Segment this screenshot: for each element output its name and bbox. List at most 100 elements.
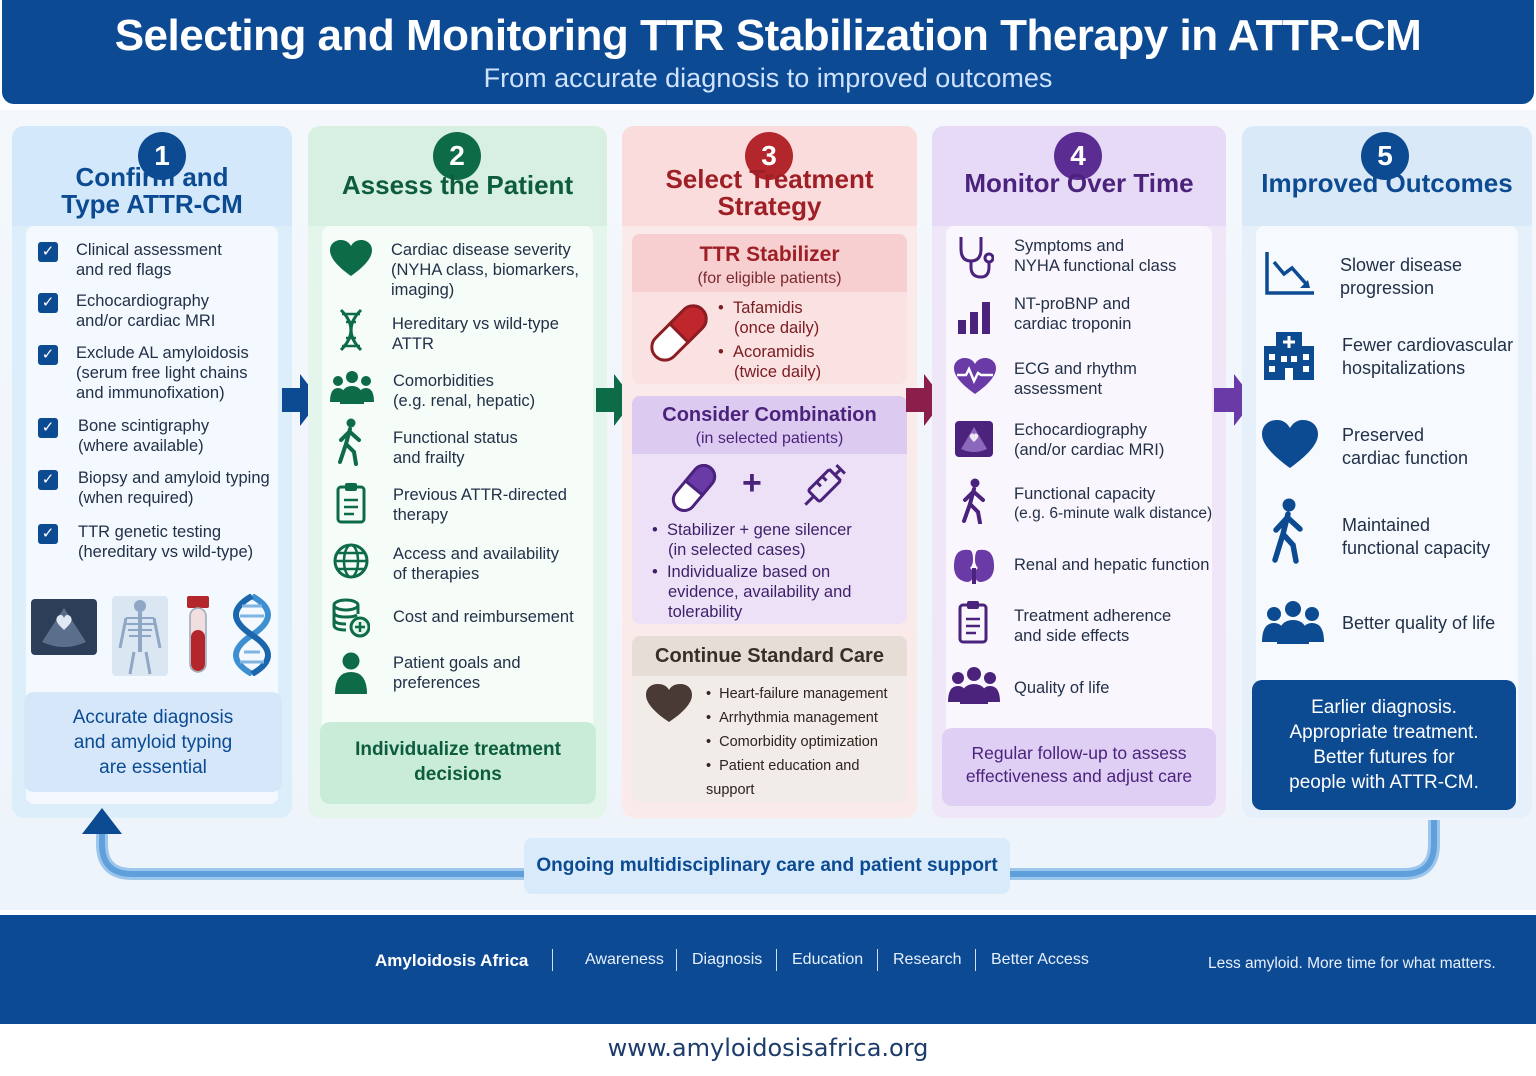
assessment-item: Cost and reimbursement	[393, 608, 574, 626]
heart-icon	[330, 240, 372, 276]
footer-separator	[552, 949, 553, 971]
step-2-column: 2 Assess the Patient Cardiac disease sev…	[308, 126, 607, 818]
page-subtitle: From accurate diagnosis to improved outc…	[483, 63, 1053, 93]
outcome-item: Better quality of life	[1342, 613, 1496, 633]
footer-separator	[877, 949, 878, 971]
blood-tube-icon	[187, 596, 209, 673]
monitoring-item: Renal and hepatic function	[1014, 556, 1210, 574]
assessment-item: Comorbidities(e.g. renal, hepatic)	[393, 372, 536, 410]
step-2-title: Assess the Patient	[341, 170, 574, 200]
globe-icon	[333, 543, 369, 579]
coins-icon	[332, 598, 370, 638]
hospital-icon	[1264, 332, 1314, 380]
capsule-icon	[671, 464, 717, 512]
footer-link-awareness[interactable]: Awareness	[585, 951, 664, 968]
diagnosis-item: Biopsy and amyloid typing(when required)	[78, 469, 270, 507]
syringe-icon	[804, 464, 846, 506]
footer-brand: Amyloidosis Africa	[375, 951, 529, 970]
loop-label: Ongoing multidisciplinary care and patie…	[524, 838, 1010, 894]
step-1-column: 1 Confirm and Type ATTR-CM ✓ Clinical as…	[12, 126, 292, 818]
monitoring-item: Echocardiography(and/or cardiac MRI)	[1014, 421, 1165, 459]
capsule-icon	[650, 304, 708, 362]
check-icon: ✓	[38, 345, 58, 365]
people-icon	[1262, 601, 1324, 644]
heart-icon	[646, 684, 692, 722]
step-5-title: Improved Outcomes	[1261, 168, 1513, 198]
step-5-note: Earlier diagnosis.Appropriate treatment.…	[1252, 680, 1516, 810]
flow-arrow-icon	[282, 374, 320, 426]
step-1-title: Confirm and Type ATTR-CM	[61, 162, 243, 219]
flow-canvas: 1 Confirm and Type ATTR-CM ✓ Clinical as…	[0, 110, 1536, 910]
header-banner: Selecting and Monitoring TTR Stabilizati…	[2, 0, 1534, 104]
people-icon	[948, 667, 1000, 704]
footer-bar: Amyloidosis Africa Awareness Diagnosis E…	[0, 915, 1536, 1024]
check-icon: ✓	[38, 242, 58, 262]
footer-separator	[776, 949, 777, 971]
step-2-body	[322, 226, 593, 804]
stethoscope-icon	[959, 237, 994, 279]
website-url[interactable]: www.amyloidosisafrica.org	[607, 1034, 929, 1062]
step-4-title: Monitor Over Time	[964, 168, 1194, 198]
walking-person-icon	[338, 418, 361, 466]
echo-image-icon	[31, 599, 97, 655]
ttr-stabilizer-box: TTR Stabilizer (for eligible patients) •…	[632, 234, 907, 384]
skeleton-scan-icon	[112, 596, 168, 676]
footer-link-better-access[interactable]: Better Access	[991, 951, 1089, 968]
step-4-badge: 4	[1054, 132, 1102, 180]
ttr-stabilizer-header: TTR Stabilizer (for eligible patients)	[632, 234, 907, 292]
kidney-icon	[953, 549, 995, 584]
dna-icon	[233, 594, 271, 676]
assessment-item: Cardiac disease severity(NYHA class, bio…	[391, 241, 579, 299]
monitoring-item: Functional capacity(e.g. 6-minute walk d…	[1014, 485, 1213, 522]
diagnosis-item: Bone scintigraphy(where available)	[78, 417, 210, 455]
step-5-badge: 5	[1361, 132, 1409, 180]
combination-header: Consider Combination (in selected patien…	[632, 396, 907, 454]
monitoring-item: Quality of life	[1014, 679, 1110, 697]
standard-care-list: • Heart-failure management • Arrhythmia …	[706, 686, 888, 798]
step-3-badge: 3	[745, 132, 793, 180]
flow-arrow-icon	[596, 374, 634, 426]
heart-icon	[1262, 420, 1318, 468]
bar-chart-icon	[958, 302, 990, 334]
footer-link-education[interactable]: Education	[792, 951, 864, 968]
stabilizer-drug-item: • Tafamidis (once daily)	[718, 299, 820, 337]
footer-link-research[interactable]: Research	[893, 951, 962, 968]
combination-item: • Stabilizer + gene silencer (in selecte…	[652, 521, 852, 559]
page-title: Selecting and Monitoring TTR Stabilizati…	[114, 11, 1422, 60]
footer-link-diagnosis[interactable]: Diagnosis	[692, 951, 763, 968]
check-icon: ✓	[38, 470, 58, 490]
walking-person-icon	[962, 478, 985, 524]
diagnosis-item: TTR genetic testing(hereditary vs wild-t…	[78, 523, 254, 561]
step-4-body	[946, 226, 1212, 804]
clipboard-icon	[958, 601, 988, 644]
people-icon	[330, 371, 374, 404]
stabilizer-drug-item: • Acoramidis (twice daily)	[718, 343, 822, 381]
clipboard-icon	[336, 483, 366, 524]
diagnosis-item: Exclude AL amyloidosis(serum free light …	[76, 344, 249, 402]
dna-icon	[339, 308, 363, 352]
walking-person-icon	[1272, 498, 1303, 564]
step-1-badge: 1	[138, 132, 186, 180]
check-icon: ✓	[38, 524, 58, 544]
echo-image-icon	[955, 421, 993, 457]
footer-separator	[975, 949, 976, 971]
plus-sign: +	[742, 464, 762, 502]
footer-separator	[676, 949, 677, 971]
